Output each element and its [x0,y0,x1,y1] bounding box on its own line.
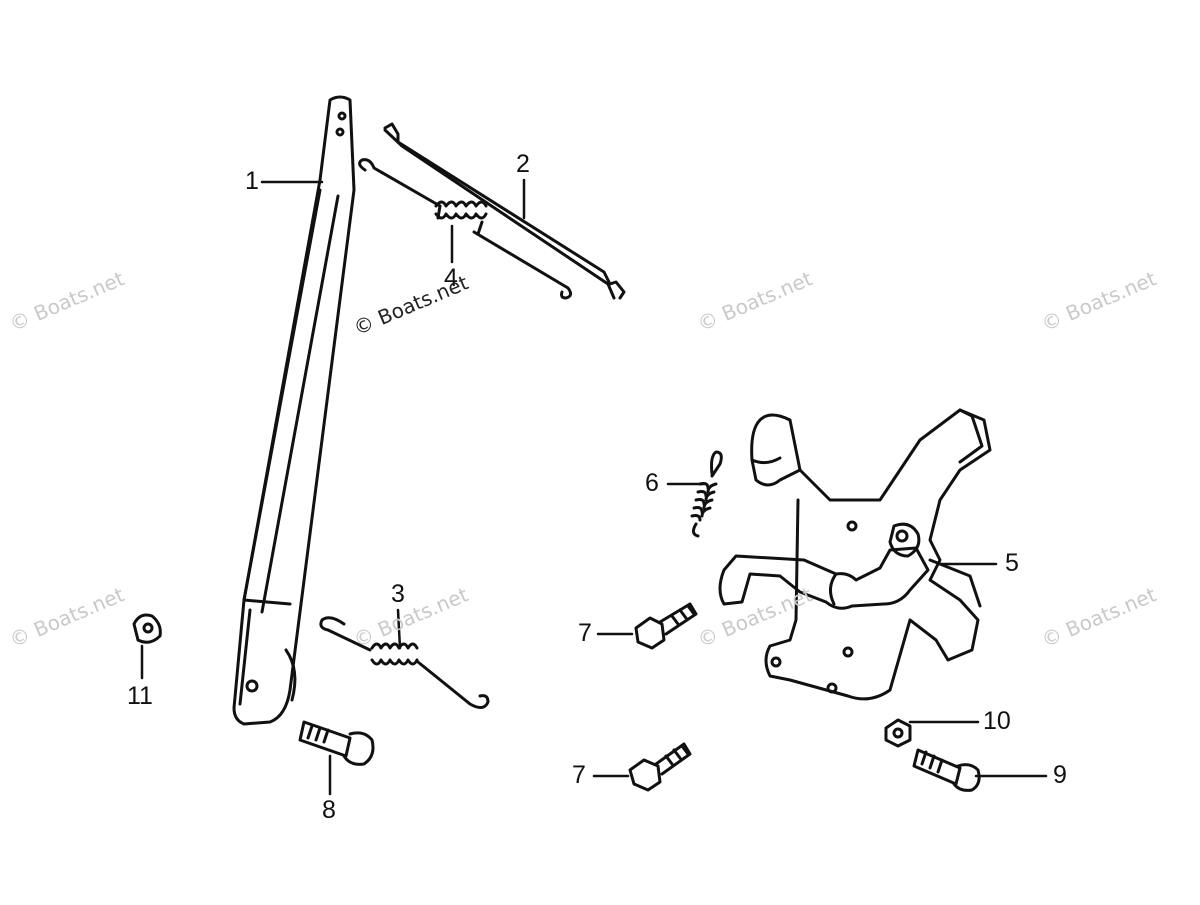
part-7-bolt-upper [634,602,698,650]
callout-3: 3 [391,580,405,608]
part-6-spring [690,450,723,538]
callout-7-lower: 7 [572,761,586,789]
part-10-nut [884,718,912,748]
callout-7-upper: 7 [578,619,592,647]
part-1-arm [232,95,356,726]
callout-10: 10 [983,707,1011,735]
callout-11: 11 [127,682,153,710]
part-11-nut [132,613,162,644]
callout-4: 4 [444,264,458,292]
callout-6: 6 [645,469,659,497]
callout-9: 9 [1053,761,1067,789]
callout-8: 8 [322,796,336,824]
part-8-bolt [298,720,375,766]
callout-5: 5 [1005,549,1019,577]
leader-3 [396,608,402,650]
part-5-bracket [718,408,992,701]
callout-1: 1 [245,167,259,195]
part-3-spring [319,616,490,709]
part-2-rod [383,122,626,300]
part-9-screw [912,748,981,792]
part-7-bolt-lower [628,742,692,792]
part-4-spring [358,158,573,300]
leader-lines [140,178,1048,796]
callout-2: 2 [516,150,530,178]
